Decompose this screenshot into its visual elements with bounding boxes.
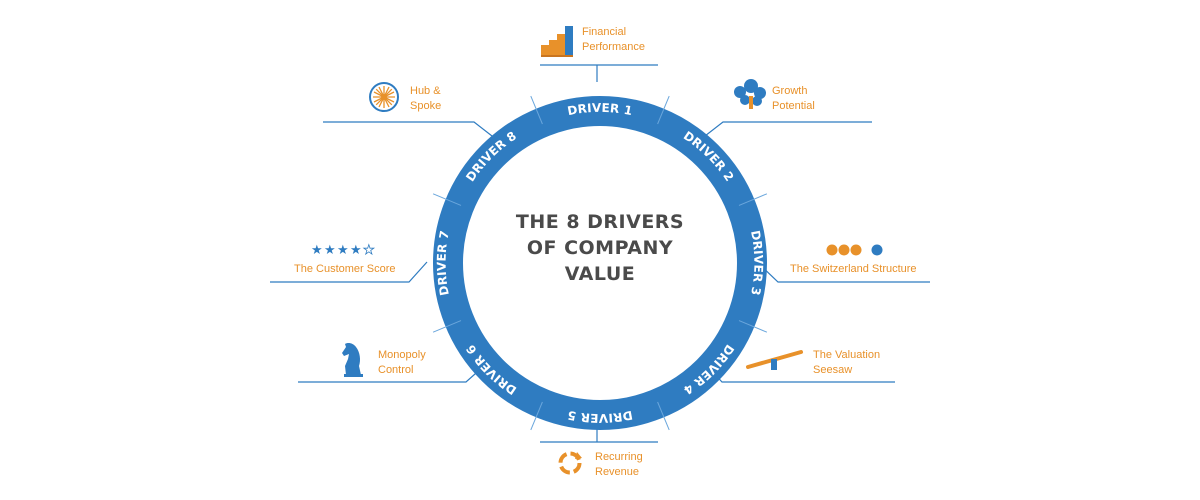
connector-recurring — [540, 425, 658, 443]
dots-icon — [826, 244, 883, 256]
connector-financial — [540, 64, 658, 82]
driver-3-label: DRIVER 3 — [748, 229, 765, 297]
label-growth-2: Potential — [772, 100, 815, 112]
svg-text:★: ★ — [337, 243, 349, 258]
svg-text:DRIVER 1: DRIVER 1 — [566, 101, 634, 118]
label-growth-1: Growth — [772, 85, 807, 97]
label-financial-2: Performance — [582, 41, 645, 53]
center-title: THE 8 DRIVERS OF COMPANY VALUE — [516, 211, 684, 285]
bar-chart-icon — [541, 26, 573, 57]
label-valuation-2: Seesaw — [813, 364, 852, 376]
seesaw-icon — [746, 350, 803, 370]
center-title-line-1: THE 8 DRIVERS — [516, 211, 684, 233]
svg-text:DRIVER 3: DRIVER 3 — [748, 229, 765, 297]
label-customer: The Customer Score — [294, 263, 395, 275]
driver-7-label: DRIVER 7 — [435, 229, 452, 297]
cycle-icon — [558, 451, 582, 475]
center-title-line-2: OF COMPANY — [527, 237, 673, 259]
svg-text:★: ★ — [324, 243, 336, 258]
label-switzerland: The Switzerland Structure — [790, 263, 917, 275]
connector-hub — [323, 121, 493, 137]
label-hub-1: Hub & — [410, 85, 441, 97]
label-financial-1: Financial — [582, 26, 626, 38]
label-recurring-2: Revenue — [595, 466, 639, 478]
chess-knight-icon — [342, 343, 363, 377]
svg-text:DRIVER 7: DRIVER 7 — [435, 229, 452, 297]
center-title-line-3: VALUE — [565, 263, 635, 285]
svg-text:★: ★ — [350, 243, 362, 258]
hub-wheel-icon — [369, 82, 399, 112]
label-monopoly-1: Monopoly — [378, 349, 426, 361]
driver-5-label: DRIVER 5 — [566, 408, 633, 425]
label-recurring-1: Recurring — [595, 451, 643, 463]
connector-customer — [270, 261, 428, 283]
drivers-ring — [433, 96, 767, 430]
ring-segment-dividers — [432, 95, 768, 431]
connector-growth — [704, 121, 872, 137]
label-hub-2: Spoke — [410, 100, 441, 112]
label-monopoly-2: Control — [378, 364, 413, 376]
svg-text:★: ★ — [363, 243, 375, 258]
svg-text:DRIVER 5: DRIVER 5 — [566, 408, 634, 425]
driver-1-label: DRIVER 1 — [566, 101, 633, 118]
star-rating-icon: ★ ★ ★ ★ ★ — [311, 243, 375, 259]
tree-icon — [734, 79, 766, 109]
label-valuation-1: The Valuation — [813, 349, 880, 361]
svg-text:★: ★ — [311, 243, 323, 258]
